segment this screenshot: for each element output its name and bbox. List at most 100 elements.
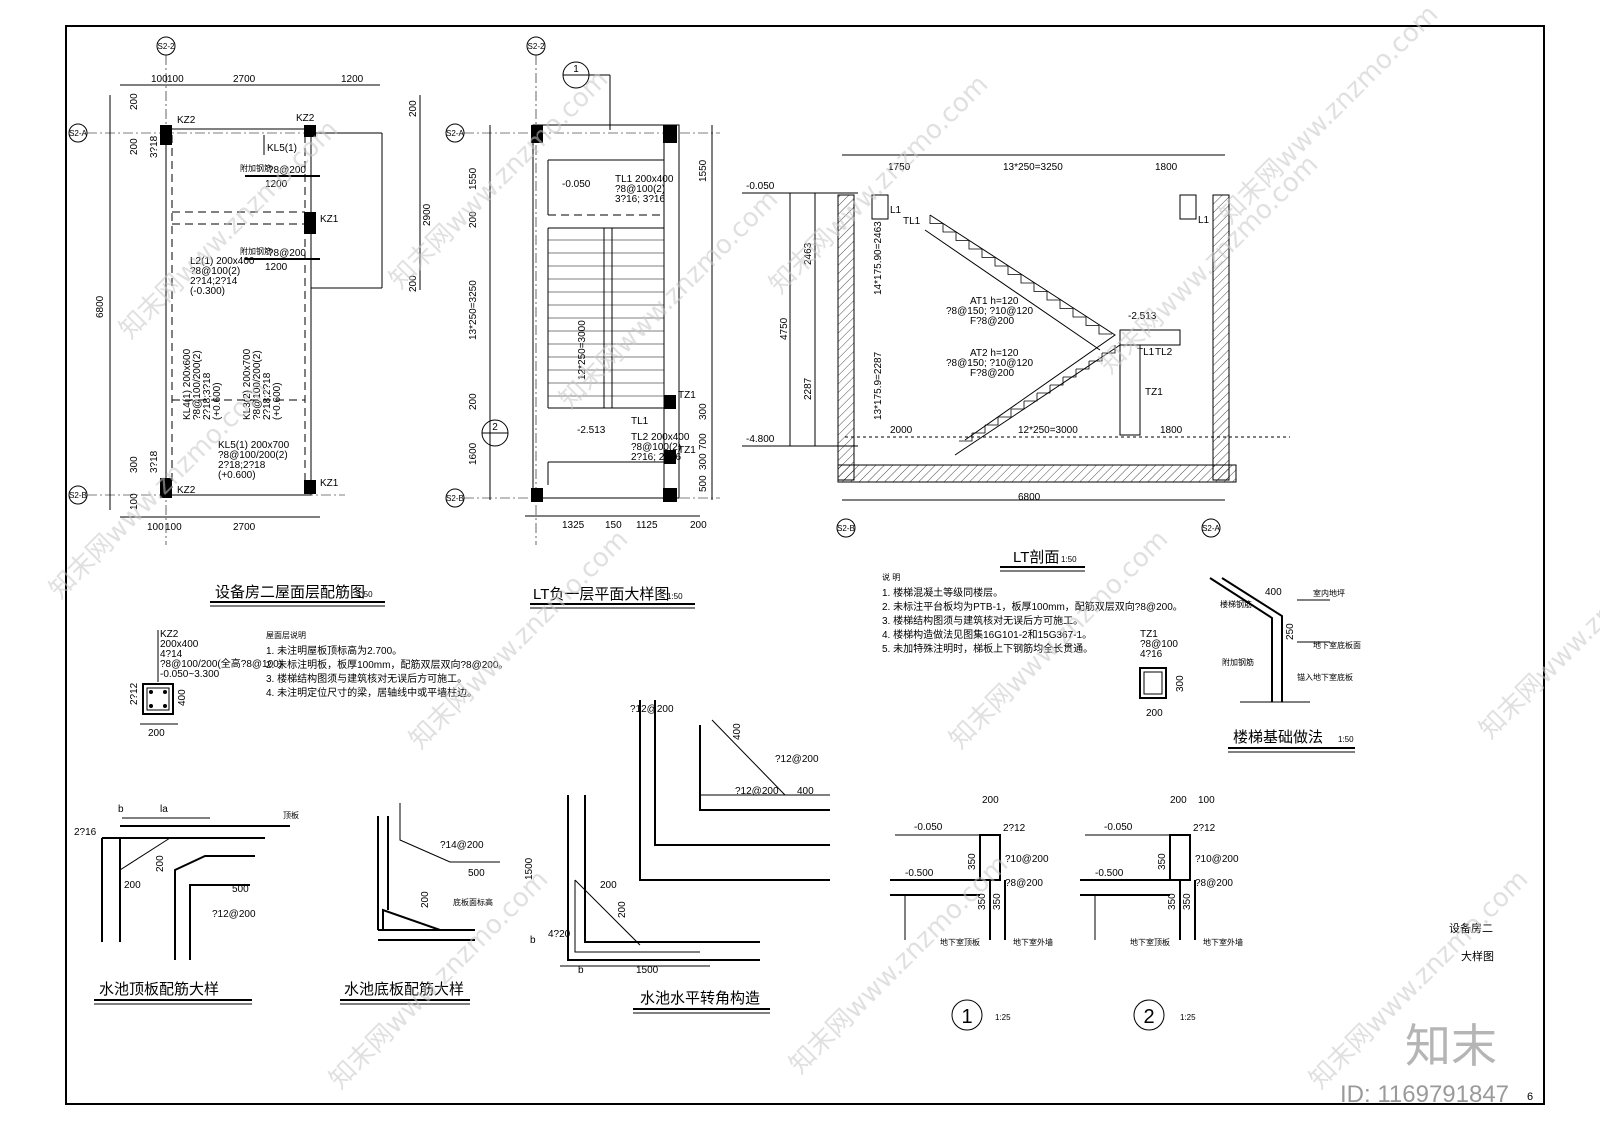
roof-rebar-2: ?8@200 (268, 248, 306, 259)
tz1-line-2: ?8@100 (1140, 639, 1178, 650)
kz2-w: 200 (148, 728, 165, 739)
roof-dim-left-2: 200 (129, 138, 140, 155)
sect-label-tz1: TZ1 (1145, 387, 1163, 398)
roof-dim-bot-2: 100 (165, 522, 182, 533)
d2-scale: 1:25 (1180, 1013, 1196, 1022)
corner-1500b: 1500 (636, 965, 659, 976)
corner-12b: ?12@200 (775, 754, 819, 765)
section-step (1024, 393, 1038, 402)
sect-dim-top-3: 1800 (1155, 162, 1178, 173)
stair-section: 1750 13*250=3250 1800 L1 TL1 L1 TL1 TL2 … (742, 154, 1290, 572)
stair-dim-right-3: 700 (698, 433, 709, 450)
roof-col-kz1-a: KZ1 (320, 214, 339, 225)
notes-stair-4: 4. 楼梯构造做法见图集16G101-2和15G367-1。 (882, 628, 1092, 641)
notes-roof-2: 2. 未标注明板，板厚100mm，配筋双层双向?8@200。 (266, 658, 508, 671)
tz1-line-1: TZ1 (1140, 629, 1158, 640)
foundation-dim-1: 400 (1265, 587, 1282, 598)
d2-100: 100 (1198, 795, 1215, 806)
pool-top-200a: 200 (124, 880, 141, 891)
section-step (1050, 377, 1064, 386)
stair-dim-right-5: 500 (698, 475, 709, 492)
notes-stair: 说 明 1. 楼梯混凝土等级同楼层。 2. 未标注平台板均为PTB-1，板厚10… (882, 572, 1183, 655)
stair-dim-left-4: 200 (468, 393, 479, 410)
roof-dim-top-3: 2700 (233, 74, 256, 85)
roof-kl3-3: 2?18;2?18 (262, 372, 273, 420)
roof-dim-top-4: 1200 (341, 74, 364, 85)
d2-wall: 地下室外墙 (1203, 937, 1243, 947)
axis-s2-b-sect: S2-B (837, 524, 855, 533)
roof-kl5-4: (+0.600) (218, 470, 256, 481)
d1-200: 200 (982, 795, 999, 806)
foundation-lbl-3: 地下室底板面 (1313, 640, 1361, 650)
axis-s2-a-roof: S2-A (69, 129, 87, 138)
corner-200b: 200 (617, 901, 628, 918)
roof-kl4-4: (+0.600) (212, 382, 223, 420)
stair-section-mark: 1 (573, 64, 579, 75)
foundation-dim-2: 250 (1285, 623, 1296, 640)
roof-kl3-4: (+0.600) (272, 382, 283, 420)
pool-top-2d16: 2?16 (74, 827, 97, 838)
sect-at2-1: AT2 h=120 (970, 348, 1019, 359)
stair-dim-bot-2: 150 (605, 520, 622, 531)
roof-l2-2: ?8@100(2) (190, 266, 240, 277)
notes-stair-2: 2. 未标注平台板均为PTB-1，板厚100mm，配筋双层双向?8@200。 (882, 600, 1183, 613)
sect-dim-top-2: 13*250=3250 (1003, 162, 1063, 173)
section-step (1072, 308, 1086, 318)
pool-top-title: 水池顶板配筋大样 (99, 980, 219, 998)
section-step (994, 257, 1008, 267)
notes-roof: 屋面层说明 1. 未注明屋板顶标高为2.700。 2. 未标注明板，板厚100m… (266, 630, 508, 699)
corner-b1: b (530, 935, 536, 946)
section-steps (929, 215, 1116, 442)
sect-dim-left-2: 4750 (779, 317, 790, 340)
d2-10: ?10@200 (1195, 854, 1239, 865)
foundation-lbl-2: 楼梯钢筋 (1220, 599, 1252, 609)
sect-at1-1: AT1 h=120 (970, 296, 1019, 307)
kz2-line-5: -0.050~3.300 (160, 669, 220, 680)
section-step (1037, 385, 1051, 394)
d2-roof: 地下室顶板 (1130, 937, 1170, 947)
roof-kl4-3: 2?18;3?18 (202, 372, 213, 420)
section-step (985, 417, 999, 426)
axis-s2-b-roof: S2-B (69, 491, 87, 500)
roof-dim-left-6: 3?18 (149, 450, 160, 473)
foundation-scale: 1:50 (1338, 735, 1354, 744)
tz1-h: 300 (1175, 675, 1186, 692)
stair-section-mark-2: 2 (492, 422, 498, 433)
notes-roof-3: 3. 楼梯结构图须与建筑核对无误后方可施工。 (266, 672, 467, 685)
sheet-number: 6 (1527, 1091, 1533, 1103)
roof-rebar-2-len: 1200 (265, 262, 288, 273)
kz2-line-1: KZ2 (160, 629, 179, 640)
sect-level-mid: -2.513 (1128, 311, 1157, 322)
stair-dim-left-3: 13*250=3250 (468, 280, 479, 340)
stair-plan-title: LT负一层平面大样图 (533, 586, 669, 603)
foundation-title: 楼梯基础做法 (1233, 729, 1323, 746)
roof-dim-right-1: 200 (408, 100, 419, 117)
sect-dim-left-3: 2287 (803, 377, 814, 400)
axis-s2-2-roof: S2-2 (158, 42, 175, 51)
watermark-layer: 知末网www.znzmo.com 知末网www.znzmo.com 知末网www… (44, 0, 1600, 1108)
section-step (972, 425, 986, 434)
section-step (1098, 325, 1112, 335)
d1-350a: 350 (967, 853, 978, 870)
sect-label-tl1-b: TL1 (1137, 347, 1155, 358)
section-step (955, 232, 969, 241)
pool-top-200b: 200 (155, 855, 166, 872)
corner-title: 水池水平转角构造 (640, 990, 760, 1007)
sect-dim-left-1: 2463 (803, 242, 814, 265)
sect-level-bot: -4.800 (746, 434, 775, 445)
stair-tl1-top-2: ?8@100(2) (615, 184, 665, 195)
d1-lvl1: -0.050 (914, 822, 943, 833)
stair-tl1-top-1: TL1 200x400 (615, 174, 674, 185)
roof-l2-1: L2(1) 200x400 (190, 256, 255, 267)
roof-l2-3: 2?14;2?14 (190, 276, 238, 287)
roof-rebar-small-2: 附加钢筋 (240, 246, 272, 256)
section-title: LT剖面 (1013, 549, 1059, 566)
pool-corner-detail: ?12@200 400 ?12@200 ?12@200 400 1500 200… (524, 700, 830, 1014)
foundation-detail: 400 250 室内地坪 楼梯钢筋 地下室底板面 附加钢筋 锚入地下室底板 楼梯… (1209, 577, 1361, 753)
d2-8: ?8@200 (1195, 878, 1233, 889)
roof-plan-title: 设备房二屋面层配筋图 (215, 584, 365, 601)
wm-6: 知末网www.znzmo.com (1094, 149, 1325, 380)
stair-tz1-b: TZ1 (678, 445, 696, 456)
stair-flight-left: 12*250=3000 (577, 320, 588, 380)
tz1-detail: TZ1 ?8@100 4?16 300 200 (1139, 629, 1186, 719)
